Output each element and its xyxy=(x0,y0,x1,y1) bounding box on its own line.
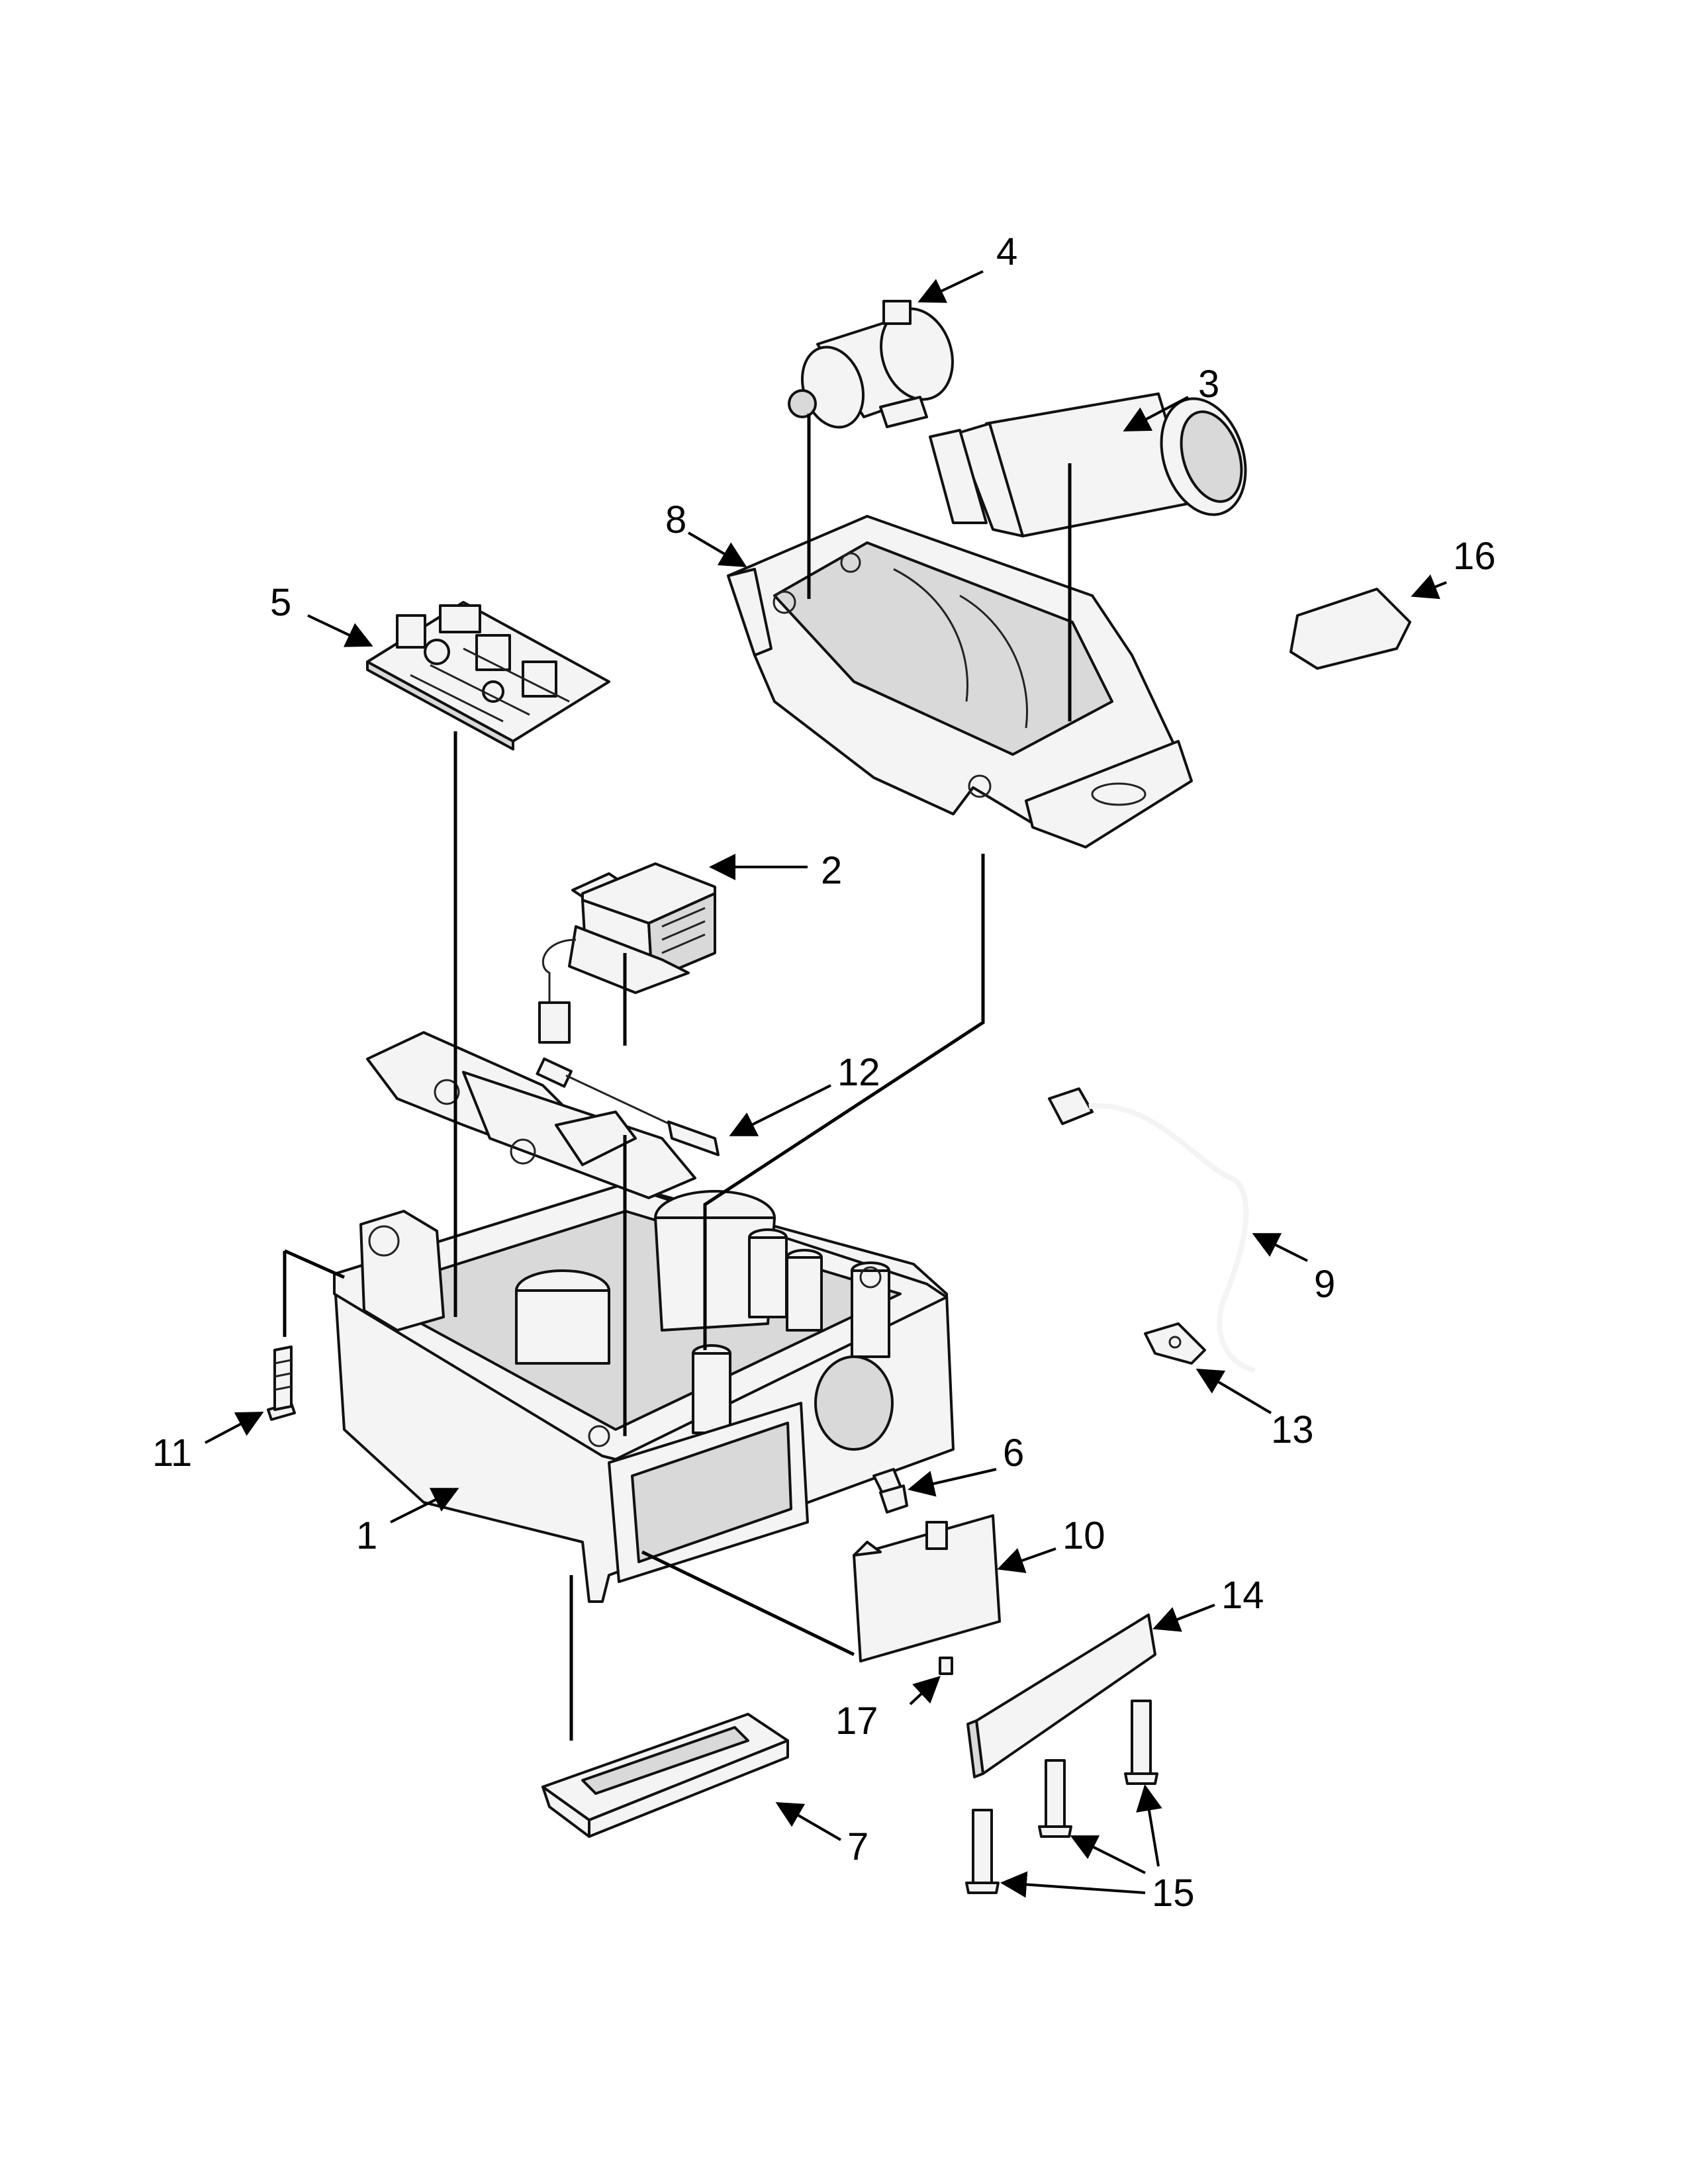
callout-arrows xyxy=(205,270,1447,1898)
callout-9: 9 xyxy=(1314,1263,1335,1306)
alignment-lines xyxy=(283,414,1072,1741)
callout-14: 14 xyxy=(1221,1574,1264,1617)
callout-6: 6 xyxy=(1003,1432,1024,1475)
callout-13: 13 xyxy=(1271,1408,1314,1451)
arrow-16 xyxy=(1411,574,1447,600)
arrow-7 xyxy=(775,1801,842,1841)
arrow-4 xyxy=(917,270,984,303)
arrow-9 xyxy=(1252,1233,1308,1262)
arrow-11 xyxy=(205,1412,264,1444)
callout-7: 7 xyxy=(847,1825,868,1868)
part-13-clip xyxy=(1144,1322,1206,1365)
part-14-plate xyxy=(966,1614,1156,1778)
callout-1: 1 xyxy=(356,1514,377,1557)
callout-8: 8 xyxy=(665,498,686,541)
callout-11: 11 xyxy=(152,1432,192,1475)
part-2-transformer xyxy=(538,862,716,1044)
part-15-screws xyxy=(965,1700,1158,1894)
part-8-filter-housing xyxy=(727,515,1193,848)
callout-5: 5 xyxy=(270,581,291,624)
arrow-15a xyxy=(1000,1871,1146,1898)
arrow-10 xyxy=(997,1547,1056,1573)
part-17-small-clip xyxy=(939,1657,953,1675)
part-6-switch xyxy=(872,1468,908,1514)
callout-3: 3 xyxy=(1198,363,1219,406)
callout-15: 15 xyxy=(1152,1872,1195,1915)
arrow-1 xyxy=(390,1488,459,1524)
callout-2: 2 xyxy=(821,849,842,892)
arrow-14 xyxy=(1152,1604,1215,1632)
callout-12: 12 xyxy=(837,1051,880,1094)
callout-10: 10 xyxy=(1062,1514,1105,1557)
arrow-5 xyxy=(307,614,373,647)
part-11-screw xyxy=(267,1345,296,1421)
arrow-3 xyxy=(1123,396,1189,432)
callout-16: 16 xyxy=(1453,535,1496,578)
arrow-13 xyxy=(1196,1368,1272,1414)
arrow-17 xyxy=(909,1676,941,1706)
part-9-wire-harness xyxy=(1048,1087,1256,1373)
arrow-6 xyxy=(908,1468,997,1497)
arrow-15b xyxy=(1070,1835,1146,1874)
part-12-wire-connector xyxy=(536,1057,720,1156)
part-3-filter-cartridge xyxy=(929,392,1247,537)
arrow-12 xyxy=(729,1084,831,1136)
callout-17: 17 xyxy=(835,1700,878,1743)
part-7-drip-tray xyxy=(541,1713,789,1838)
callout-labels: 1 2 3 4 5 6 7 8 9 10 11 12 13 14 15 16 1… xyxy=(152,230,1496,1915)
part-4-filter-head xyxy=(788,300,954,429)
arrow-15c xyxy=(1136,1784,1162,1867)
part-16-bypass-cap xyxy=(1289,588,1411,670)
callout-4: 4 xyxy=(996,230,1017,273)
part-10-cover xyxy=(853,1514,1001,1662)
part-1-housing xyxy=(333,1031,955,1603)
part-5-control-board xyxy=(366,601,610,751)
arrow-8 xyxy=(687,531,747,568)
